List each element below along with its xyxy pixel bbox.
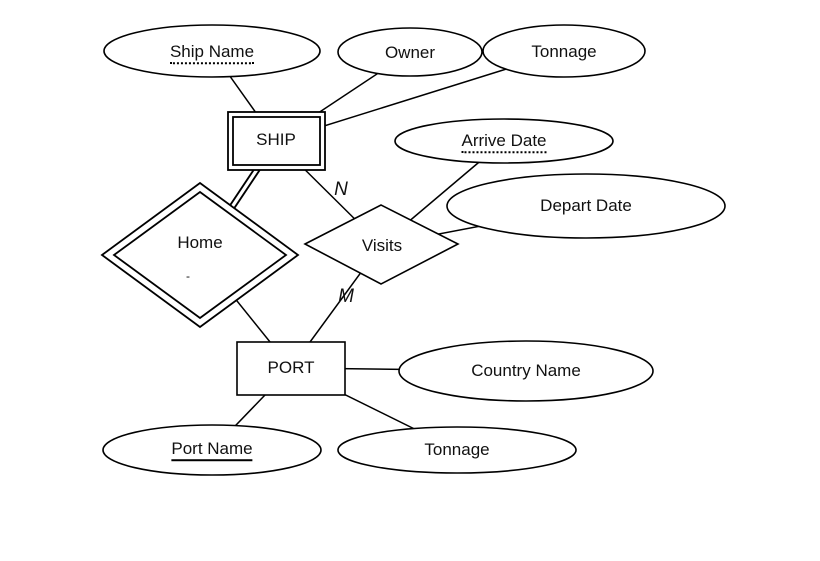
ship-name-ellipse bbox=[103, 24, 321, 78]
tonnage-ship-label: Tonnage bbox=[531, 42, 597, 62]
port-entity-label: PORT bbox=[267, 358, 315, 378]
depart-date-label: Depart Date bbox=[540, 196, 632, 216]
ship-name-text: Ship Name bbox=[169, 42, 255, 65]
home-relationship-diamond bbox=[100, 181, 300, 329]
home-dash-mark: - bbox=[186, 269, 190, 284]
arrive-date-ellipse bbox=[394, 118, 614, 164]
home-diamond-inner bbox=[112, 190, 288, 320]
ship-entity-rect bbox=[227, 111, 326, 171]
ship-name-label: Ship Name bbox=[169, 42, 255, 65]
port-name-ellipse bbox=[102, 424, 322, 476]
visits-relationship-label: Visits bbox=[361, 236, 403, 256]
tonnage-ship-ellipse bbox=[482, 24, 646, 78]
owner-label: Owner bbox=[384, 43, 436, 63]
country-name-ellipse bbox=[398, 340, 654, 402]
ship-rect-outer bbox=[227, 111, 326, 171]
ship-rect-inner bbox=[232, 116, 321, 166]
arrive-date-label: Arrive Date bbox=[461, 131, 547, 154]
visits-relationship-diamond bbox=[303, 204, 460, 285]
port-name-text: Port Name bbox=[171, 439, 253, 462]
port-name-label: Port Name bbox=[171, 439, 253, 462]
cardinality-m-label: M bbox=[338, 286, 354, 308]
cardinality-n-label: N bbox=[334, 179, 348, 201]
port-entity-rect bbox=[236, 341, 346, 396]
owner-ellipse bbox=[337, 27, 483, 77]
attribute-ellipses bbox=[102, 24, 726, 476]
country-name-label: Country Name bbox=[471, 361, 581, 381]
ship-entity-label: SHIP bbox=[256, 130, 296, 150]
home-diamond-outer bbox=[100, 181, 300, 329]
depart-date-ellipse bbox=[446, 173, 726, 239]
tonnage-port-label: Tonnage bbox=[424, 440, 490, 460]
tonnage-port-ellipse bbox=[337, 426, 577, 474]
home-relationship-label: Home bbox=[177, 233, 223, 253]
arrive-date-text: Arrive Date bbox=[461, 131, 547, 154]
